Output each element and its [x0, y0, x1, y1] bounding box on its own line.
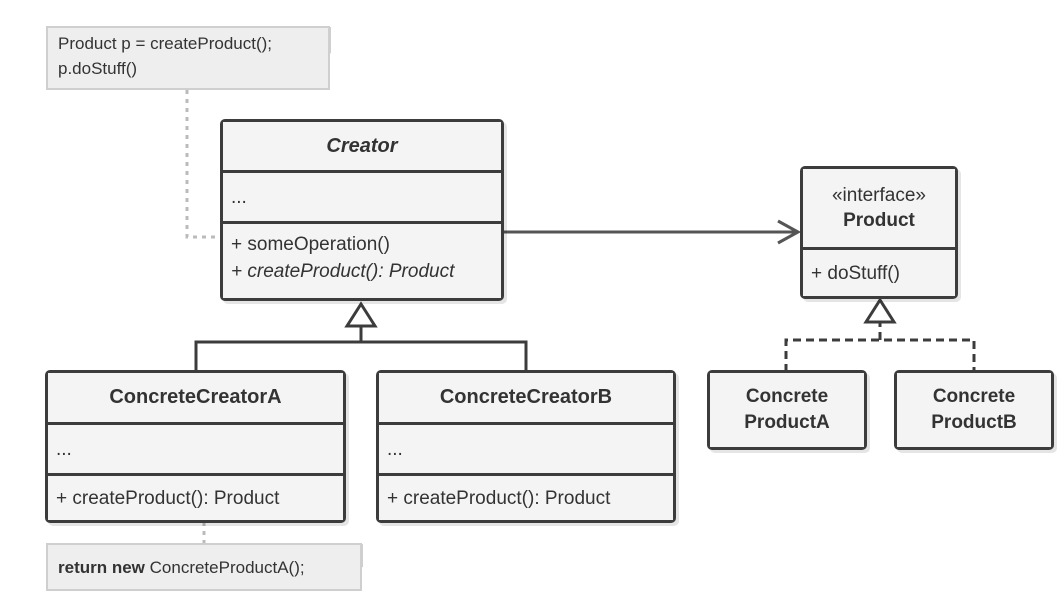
- concrete-creator-b-class[interactable]: ConcreteCreatorB ... + createProduct(): …: [376, 370, 676, 523]
- concrete-creator-b-method: + createProduct(): Product: [379, 473, 673, 520]
- creator-method-some-operation: + someOperation(): [231, 234, 390, 255]
- concrete-creator-a-method: + createProduct(): Product: [48, 473, 343, 520]
- concrete-product-b-line-1: Concrete: [932, 386, 1016, 407]
- factory-note-code: ConcreteProductA();: [144, 557, 305, 577]
- operation-note-line-1: Product p = createProduct();: [58, 34, 273, 53]
- product-method: + doStuff(): [803, 247, 955, 296]
- factory-note-text: return new ConcreteProductA();: [58, 555, 305, 580]
- realization-lines: [784, 338, 976, 372]
- concrete-creator-b-fields: ...: [379, 422, 673, 473]
- concrete-creator-a-class[interactable]: ConcreteCreatorA ... + createProduct(): …: [45, 370, 346, 523]
- factory-note: return new ConcreteProductA();: [46, 543, 362, 591]
- realization-triangle: [863, 297, 897, 324]
- product-header: «interface» Product: [803, 169, 955, 247]
- operation-note: Product p = createProduct(); p.doStuff(): [46, 26, 330, 90]
- product-interface[interactable]: «interface» Product + doStuff(): [800, 166, 958, 299]
- concrete-creator-a-fields: ...: [48, 422, 343, 473]
- concrete-product-a-class[interactable]: Concrete ProductA: [707, 370, 867, 450]
- concrete-creator-a-name: ConcreteCreatorA: [48, 373, 343, 422]
- product-stereotype: «interface»: [831, 185, 926, 206]
- concrete-creator-b-name: ConcreteCreatorB: [379, 373, 673, 422]
- association-arrowhead: [777, 219, 802, 245]
- note-link-operation: [185, 90, 220, 239]
- creator-name: Creator: [223, 122, 501, 170]
- creator-class[interactable]: Creator ... + someOperation() + createPr…: [220, 119, 504, 301]
- factory-note-keyword: return new: [58, 557, 145, 577]
- inheritance-triangle: [344, 301, 378, 328]
- concrete-product-b-line-2: ProductB: [931, 412, 1017, 433]
- creator-methods: + someOperation() + createProduct(): Pro…: [223, 221, 501, 298]
- concrete-product-a-line-2: ProductA: [744, 412, 830, 433]
- inheritance-lines: [194, 340, 528, 372]
- concrete-product-b-class[interactable]: Concrete ProductB: [894, 370, 1054, 450]
- product-name: Product: [843, 210, 915, 231]
- concrete-product-a-name: Concrete ProductA: [710, 373, 864, 447]
- creator-method-create-product: + createProduct(): Product: [231, 261, 455, 282]
- operation-note-line-2: p.doStuff(): [58, 59, 138, 78]
- concrete-product-a-line-1: Concrete: [745, 386, 829, 407]
- creator-fields: ...: [223, 170, 501, 221]
- concrete-product-b-name: Concrete ProductB: [897, 373, 1051, 447]
